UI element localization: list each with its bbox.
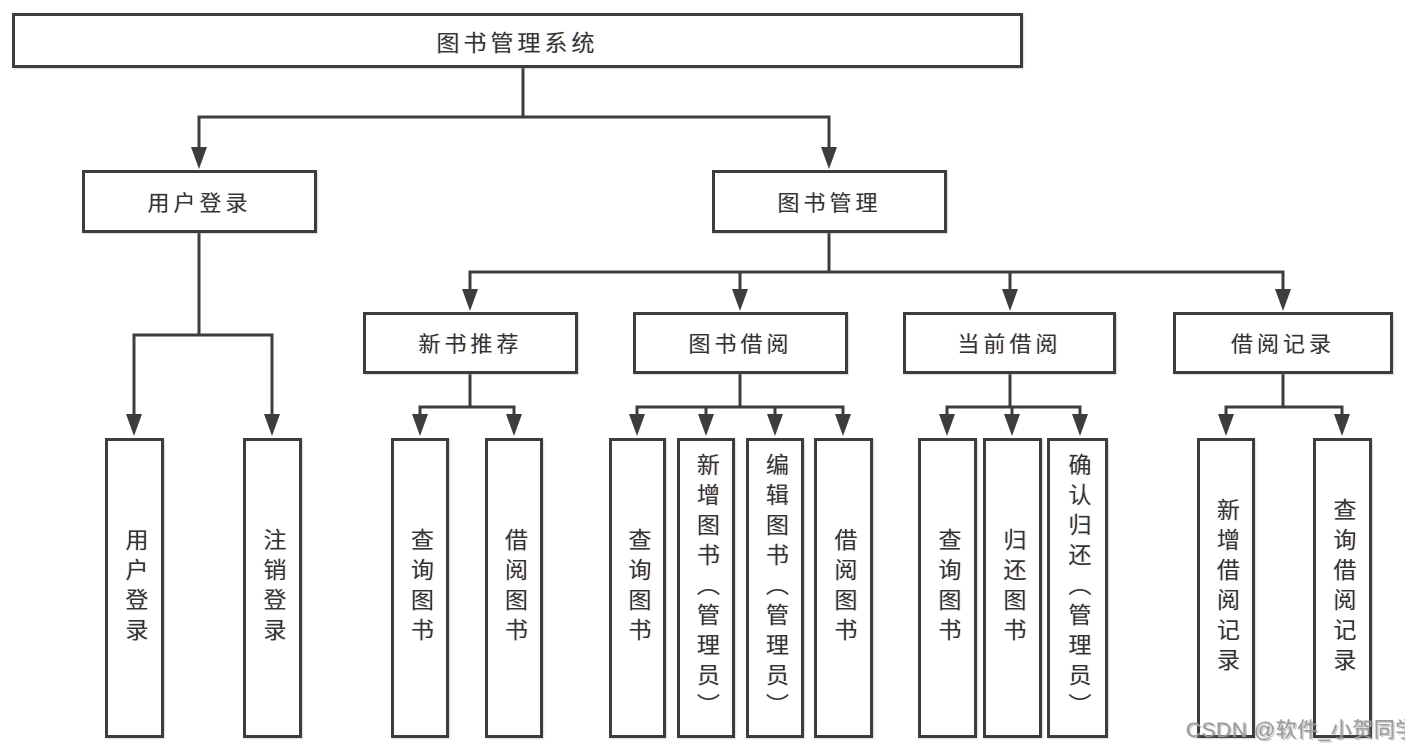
node-current-borrow-label: 当前借阅	[957, 332, 1062, 357]
connector-root-to-level2	[191, 64, 837, 169]
node-leaf-user-login-label: 用户登录	[122, 528, 148, 648]
node-leaf-current-query: 查询图书	[918, 438, 977, 738]
connector-new-books-subtree	[412, 371, 522, 436]
node-leaf-borrow-query: 查询图书	[609, 438, 666, 738]
node-leaf-newbooks-query-label: 查询图书	[407, 528, 434, 648]
node-book-borrow-label: 图书借阅	[688, 332, 793, 357]
node-leaf-records-add: 新增借阅记录	[1197, 438, 1255, 738]
csdn-watermark: CSDN @软件_小贺同学	[1186, 719, 1405, 742]
node-leaf-borrow-edit-label: 编辑图书（管理员）	[762, 453, 789, 723]
node-leaf-records-add-label: 新增借阅记录	[1213, 498, 1240, 678]
connector-book-borrow-subtree	[629, 371, 851, 436]
node-borrow-records: 借阅记录	[1173, 312, 1393, 374]
node-leaf-current-return-label: 归还图书	[1000, 528, 1026, 648]
node-leaf-borrow-query-label: 查询图书	[625, 528, 651, 648]
node-book-borrow: 图书借阅	[633, 312, 848, 374]
node-leaf-borrow-borrow-label: 借阅图书	[831, 528, 857, 648]
node-leaf-newbooks-query: 查询图书	[391, 438, 449, 738]
node-leaf-current-return: 归还图书	[983, 438, 1042, 738]
node-leaf-records-query: 查询借阅记录	[1313, 438, 1372, 738]
node-leaf-current-confirm: 确认归还（管理员）	[1047, 438, 1108, 738]
node-leaf-borrow-add: 新增图书（管理员）	[677, 438, 735, 738]
node-leaf-newbooks-borrow-label: 借阅图书	[501, 528, 528, 648]
node-leaf-borrow-borrow: 借阅图书	[814, 438, 873, 738]
node-leaf-records-query-label: 查询借阅记录	[1330, 498, 1356, 678]
node-leaf-logout: 注销登录	[243, 438, 302, 738]
node-user-login: 用户登录	[82, 170, 317, 233]
node-leaf-borrow-add-label: 新增图书（管理员）	[693, 453, 720, 723]
node-library-system: 图书管理系统	[12, 13, 1023, 68]
node-new-books-label: 新书推荐	[418, 332, 523, 357]
node-leaf-current-confirm-label: 确认归还（管理员）	[1065, 453, 1091, 723]
node-current-borrow: 当前借阅	[903, 312, 1116, 374]
node-user-login-label: 用户登录	[147, 190, 252, 216]
node-leaf-logout-label: 注销登录	[260, 528, 286, 648]
node-leaf-newbooks-borrow: 借阅图书	[485, 438, 543, 738]
node-borrow-records-label: 借阅记录	[1230, 332, 1335, 357]
node-book-management: 图书管理	[712, 170, 947, 233]
node-library-system-label: 图书管理系统	[436, 29, 599, 56]
node-book-management-label: 图书管理	[777, 190, 882, 216]
node-leaf-borrow-edit: 编辑图书（管理员）	[746, 438, 804, 738]
connector-book-management-to-level3	[462, 230, 1291, 311]
connector-current-borrow-subtree	[939, 371, 1088, 436]
node-new-books: 新书推荐	[363, 312, 578, 374]
node-leaf-user-login: 用户登录	[105, 438, 164, 738]
connector-user-login-subtree	[126, 230, 280, 436]
connector-borrow-records-subtree	[1218, 371, 1350, 436]
node-leaf-current-query-label: 查询图书	[935, 528, 961, 648]
